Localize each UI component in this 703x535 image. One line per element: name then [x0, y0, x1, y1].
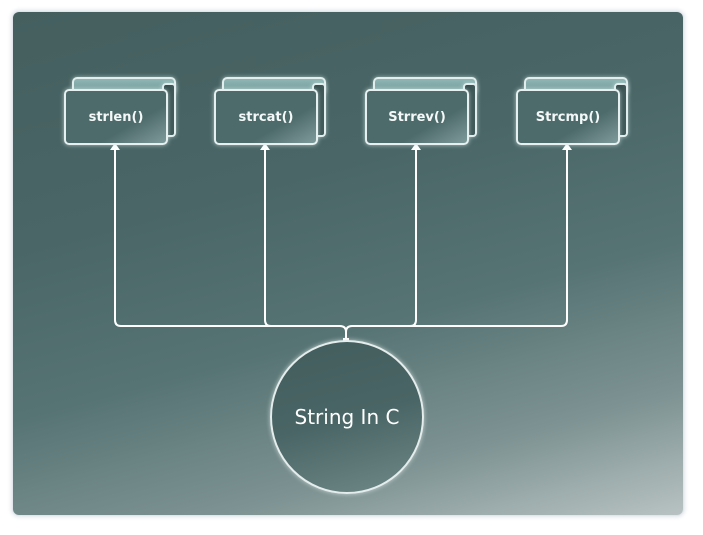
node-label: Strcmp()	[516, 89, 620, 145]
center-circle: String In C	[270, 340, 424, 494]
center-label: String In C	[294, 405, 400, 429]
arrow-head-icon	[562, 143, 572, 150]
node-strrev: Strrev()	[365, 77, 485, 157]
node-strcmp: Strcmp()	[516, 77, 636, 157]
node-strcat: strcat()	[214, 77, 334, 157]
arrow-head-icon	[411, 143, 421, 150]
node-label: Strrev()	[365, 89, 469, 145]
arrow-head-icon	[260, 143, 270, 150]
node-label: strlen()	[64, 89, 168, 145]
node-strlen: strlen()	[64, 77, 184, 157]
node-label: strcat()	[214, 89, 318, 145]
arrow-head-icon	[110, 143, 120, 150]
